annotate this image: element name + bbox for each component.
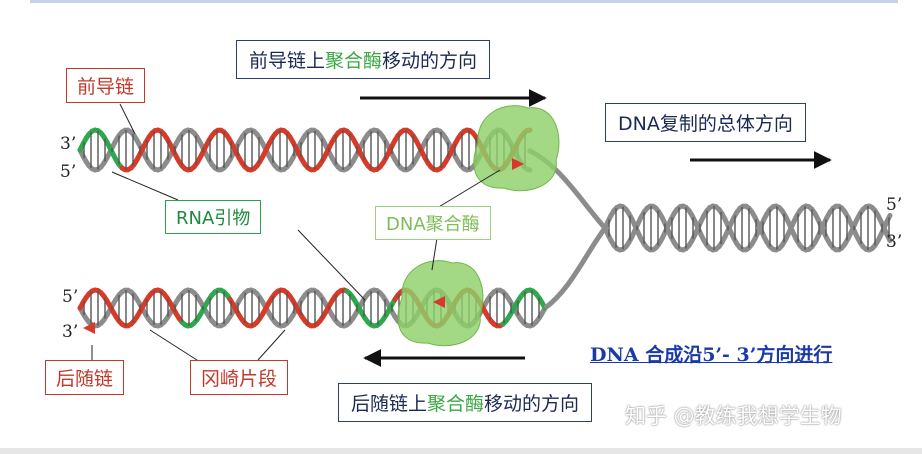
leader-leading-strand (119, 103, 136, 135)
end-label-bottom-3prime: 3’ (62, 322, 79, 342)
watermark: 知乎 @教练我想学生物 (625, 404, 842, 428)
lagging-poly-text-pre: 后随链上 (351, 393, 428, 415)
synthesis-arrowhead-top (512, 158, 524, 170)
leader-okazaki-1 (149, 329, 201, 363)
synthesis-arrowhead-lagging-end (83, 322, 95, 334)
leader-primer-bottom (297, 229, 366, 301)
rna-primer-label: RNA引物 (165, 200, 262, 234)
leader-okazaki-2 (257, 329, 286, 361)
leading-poly-text-pre: 前导链上 (249, 50, 326, 72)
leading-strand-label: 前导链 (66, 68, 146, 103)
bottom-border (0, 448, 922, 454)
lagging-strand-label: 后随链 (45, 360, 125, 395)
synthesis-arrowhead-bottom (433, 296, 445, 308)
okazaki-fragment-label: 冈崎片段 (190, 360, 289, 395)
polymerase-top (473, 105, 560, 192)
lagging-poly-text-hl: 聚合酶 (427, 393, 485, 415)
end-label-right-3prime: 3’ (886, 232, 903, 252)
end-label-top-3prime: 3’ (60, 134, 77, 154)
end-label-top-5prime: 5’ (60, 162, 77, 182)
leader-polymerase-bottom (431, 237, 438, 271)
dna-polymerase-label: DNA聚合酶 (375, 206, 491, 240)
end-label-bottom-5prime: 5’ (62, 287, 79, 307)
leading-poly-text-hl: 聚合酶 (325, 50, 383, 72)
helix-layer (77, 105, 893, 347)
top-border (30, 0, 898, 3)
end-label-right-5prime: 5’ (886, 195, 903, 215)
overall-direction-label: DNA复制的总体方向 (605, 103, 806, 142)
leading-polymerase-direction-label: 前导链上聚合酶移动的方向 (236, 40, 491, 79)
lagging-poly-text-post: 移动的方向 (484, 393, 580, 415)
lagging-polymerase-direction-label: 后随链上聚合酶移动的方向 (338, 383, 593, 422)
leading-poly-text-post: 移动的方向 (382, 50, 478, 72)
leader-primer-top (111, 171, 179, 201)
synthesis-direction-note: DNA 合成沿5’- 3’方向进行 (590, 344, 833, 366)
fork-lower-strand (543, 226, 608, 311)
leader-polymerase-top (436, 169, 501, 209)
